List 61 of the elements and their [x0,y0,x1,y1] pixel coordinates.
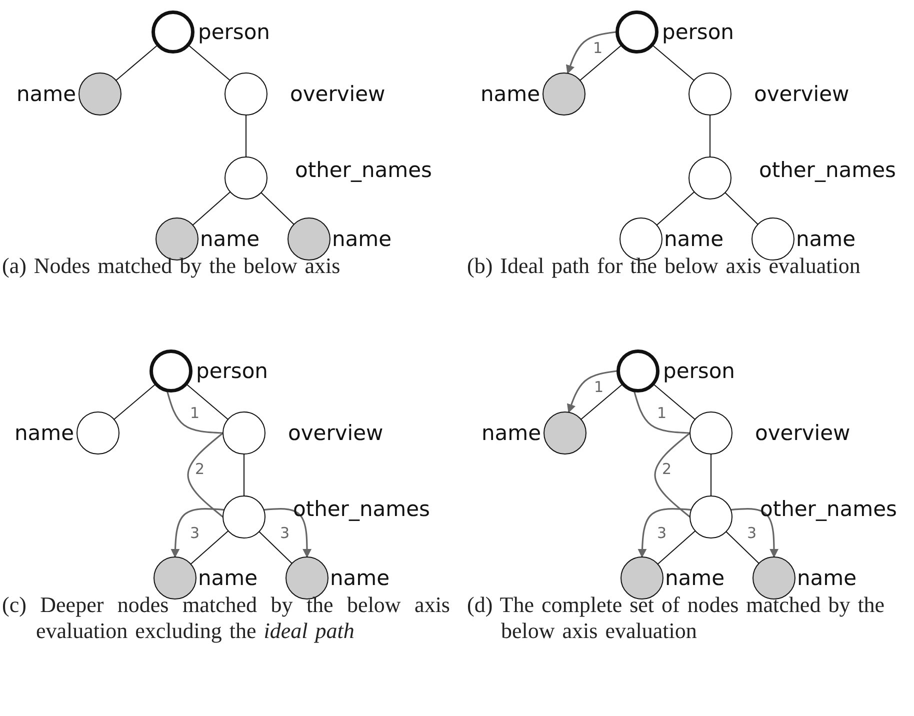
tree-edge [657,530,696,565]
traversal-arrow [567,370,618,414]
tree-edge [656,191,695,226]
tree-edge [192,191,231,226]
node-label: other_names [295,160,432,180]
node-label: name [14,422,74,444]
step-number: 1 [593,380,605,395]
node-label: name [198,568,258,588]
tree-edge [652,45,694,81]
node-label: other_names [759,160,896,180]
tree-edge [726,531,760,564]
node-label: overview [755,422,850,444]
figure-caption: (d) The complete set of nodes matched by the below axis evaluation [467,592,886,644]
step-number: 3 [656,526,668,541]
tree-edge [710,454,712,496]
tree-edge [654,384,696,420]
step-number: 2 [661,462,673,477]
node-label: name [330,568,390,588]
traversal-arrow [170,508,224,558]
node-label: name [16,84,76,104]
node-label: name [796,228,856,250]
step-number: 3 [189,526,201,541]
step-number: 1 [592,41,604,56]
figure-caption: (b) Ideal path for the below axis evaluation [467,253,862,279]
step-number: 2 [194,462,206,477]
node-label: name [481,422,541,444]
tree-edge [724,192,758,225]
tree-edge [580,45,622,81]
traversal-arrow [566,31,616,74]
tree-edge [258,531,292,564]
node-label: name [797,568,857,588]
tree-edge [260,192,294,225]
traversal-arrow [730,508,779,558]
node-label: person [198,22,270,42]
step-number: 1 [189,406,201,421]
tree-edge [190,530,229,565]
node-label: person [662,22,734,42]
node-label: name [664,228,724,250]
node-label: overview [290,84,386,104]
tree-edge [116,45,158,81]
node-label: name [480,84,540,104]
node-label: name [200,228,260,250]
tree-edge [186,384,228,420]
tree-edge [188,45,230,81]
node-label: overview [288,422,384,444]
figure-caption: (a) Nodes matched by the below axis [2,253,342,279]
node-label: overview [754,84,850,104]
step-number: 3 [279,526,291,541]
node-label: person [663,360,735,382]
node-label: person [196,360,268,382]
node-label: name [332,228,392,250]
tree-edge [114,384,156,420]
tree-edge [580,384,622,420]
node-label: name [665,568,725,588]
traversal-arrow [264,508,312,558]
step-number: 3 [746,526,758,541]
step-number: 1 [656,406,668,421]
node-label: other_names [760,498,897,520]
traversal-arrow [638,508,692,558]
node-label: other_names [293,498,430,520]
figure-caption: (c) Deeper nodes matched by the below axis evaluation excluding the ideal path [2,592,450,644]
